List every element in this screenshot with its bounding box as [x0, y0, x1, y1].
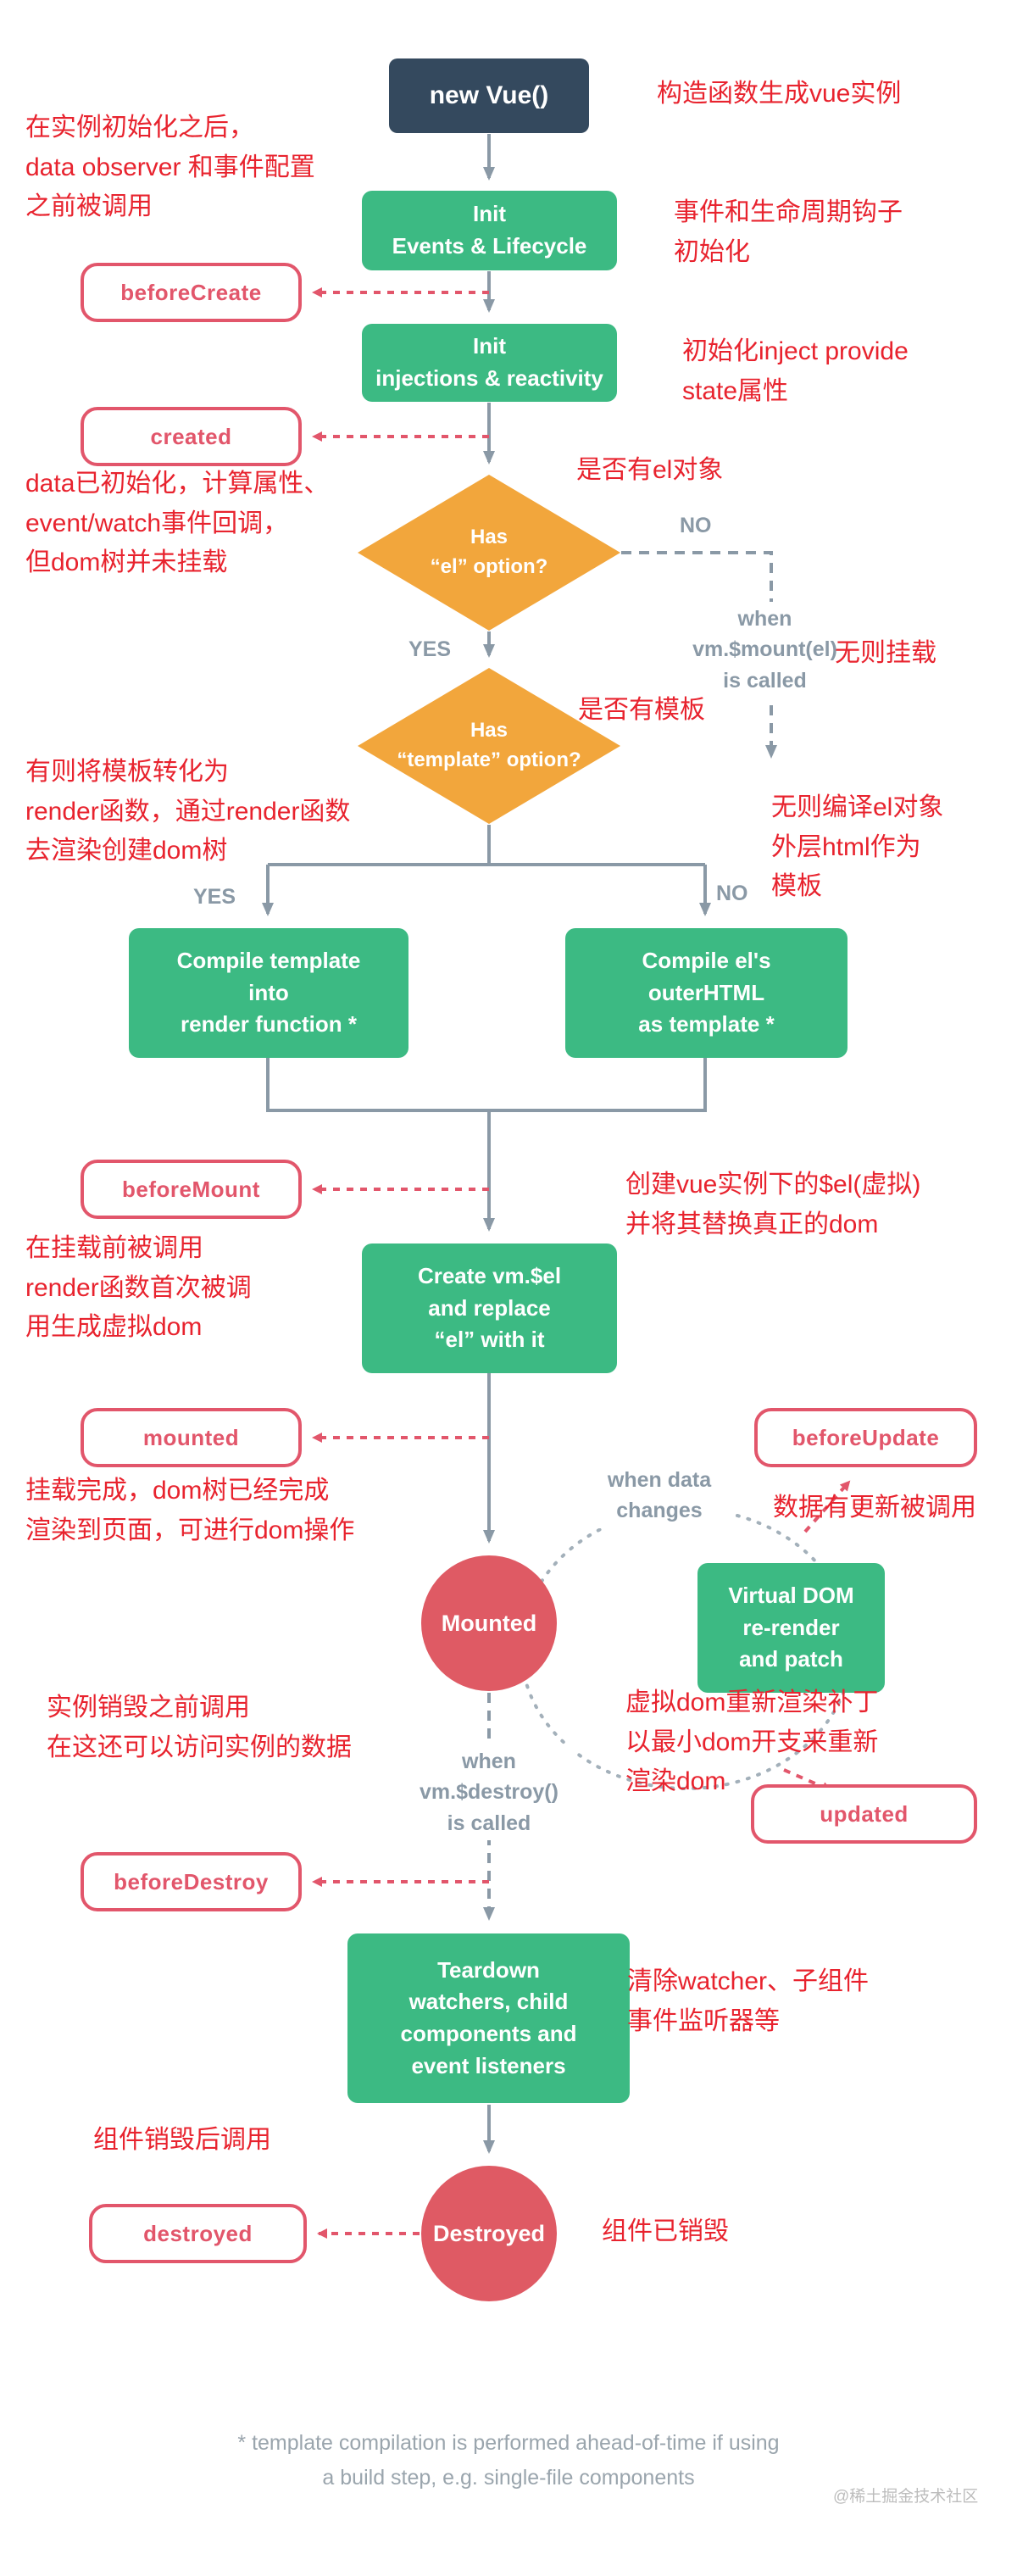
when-destroy-label: when vm.$destroy() is called: [404, 1744, 574, 1840]
when-mount-label: when vm.$mount(el) is called: [674, 602, 856, 698]
hook-before-create: beforeCreate: [81, 263, 302, 322]
no-label-template: NO: [716, 882, 748, 905]
hook-destroyed: destroyed: [89, 2204, 307, 2263]
annotation-teardown: 清除watcher、子组件 事件监听器等: [627, 1967, 870, 2035]
annotation-no-mount: 无则挂载: [835, 639, 936, 667]
hook-mounted: mounted: [81, 1408, 302, 1467]
new-vue-node: new Vue(): [389, 58, 589, 133]
yes-label-el: YES: [408, 637, 452, 661]
template-compilation-footnote: * template compilation is performed ahea…: [237, 2431, 780, 2490]
annotation-init-events: 事件和生命周期钩子 初始化: [674, 198, 903, 266]
annotation-mounted: 挂载完成，dom树已经完成 渲染到页面，可进行dom操作: [25, 1477, 355, 1544]
annotation-constructor: 构造函数生成vue实例: [657, 80, 902, 108]
annotation-init-injections: 初始化inject provide state属性: [682, 337, 909, 405]
annotation-before-mount: 在挂载前被调用 render函数首次被调 用生成虚拟dom: [25, 1234, 252, 1341]
hook-created: created: [81, 407, 302, 466]
destroyed-state-circle: Destroyed: [421, 2166, 557, 2301]
hook-before-update: beforeUpdate: [754, 1408, 977, 1467]
compile-el-node: Compile el's outerHTML as template *: [565, 928, 848, 1058]
compile-template-node: Compile template into render function *: [129, 928, 408, 1058]
when-data-changes-label: when data changes: [583, 1463, 736, 1528]
create-vm-el-node: Create vm.$el and replace “el” with it: [362, 1243, 617, 1373]
annotation-has-el: 是否有el对象: [576, 456, 724, 484]
teardown-node: Teardown watchers, child components and …: [347, 1933, 630, 2103]
watermark: @稀土掘金技术社区: [833, 2488, 979, 2506]
init-events-node: Init Events & Lifecycle: [362, 191, 617, 270]
annotation-template-yes: 有则将模板转化为 render函数，通过render函数 去渲染创建dom树: [25, 758, 351, 865]
annotation-has-template: 是否有模板: [578, 696, 705, 724]
hook-updated: updated: [751, 1784, 977, 1844]
annotation-destroyed: 组件已销毁: [602, 2217, 729, 2245]
annotation-before-update: 数据有更新被调用: [773, 1494, 976, 1522]
hook-before-destroy: beforeDestroy: [81, 1852, 302, 1911]
no-label-el: NO: [680, 514, 712, 537]
hook-before-mount: beforeMount: [81, 1160, 302, 1219]
annotation-virtual-dom: 虚拟dom重新渲染补丁 以最小dom开支来重新 渲染dom: [625, 1689, 879, 1795]
annotation-template-no: 无则编译el对象 外层html作为 模板: [771, 793, 944, 900]
init-injections-node: Init injections & reactivity: [362, 324, 617, 402]
virtual-dom-node: Virtual DOM re-render and patch: [697, 1563, 885, 1693]
annotation-after-destroy: 组件销毁后调用: [93, 2126, 271, 2154]
annotation-before-create: 在实例初始化之后， data observer 和事件配置 之前被调用: [25, 114, 315, 220]
yes-label-template: YES: [193, 885, 236, 909]
annotation-created: data已初始化，计算属性、 event/watch事件回调， 但dom树并未挂…: [25, 470, 330, 576]
mounted-state-circle: Mounted: [421, 1555, 557, 1691]
annotation-before-destroy: 实例销毁之前调用 在这还可以访问实例的数据: [47, 1694, 352, 1761]
annotation-create-el: 创建vue实例下的$el(虚拟) 并将其替换真正的dom: [625, 1171, 921, 1238]
